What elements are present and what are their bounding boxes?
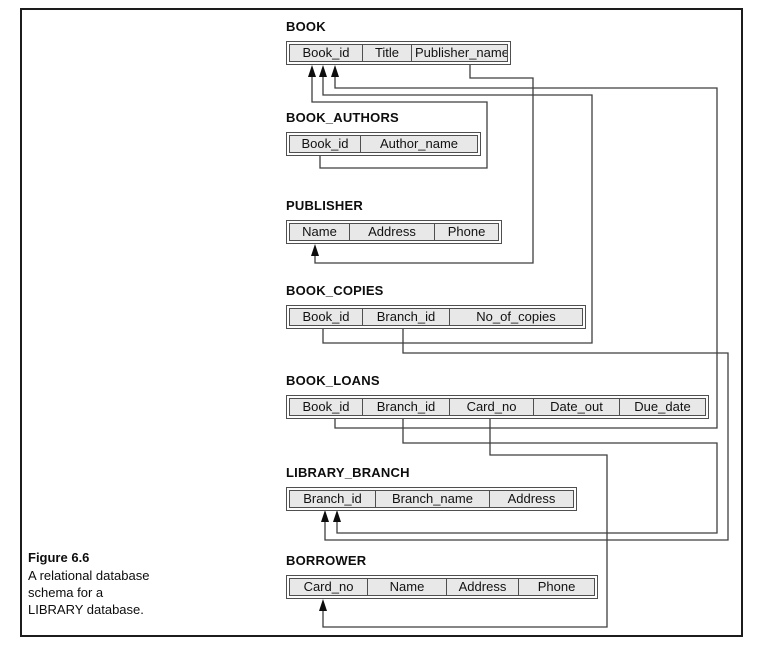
- column-library_branch-branch_name: Branch_name: [375, 490, 490, 508]
- caption-line-1: A relational database: [28, 568, 150, 583]
- table-book_authors: Book_id Author_name: [286, 132, 481, 156]
- key-attribute-label: Branch_id: [302, 491, 363, 507]
- attribute-label: Address: [368, 224, 416, 239]
- column-borrower-name: Name: [367, 578, 447, 596]
- key-attribute-label: Book_id: [301, 399, 351, 415]
- column-book-publisher_name: Publisher_name: [411, 44, 508, 62]
- table-borrower: Card_no Name Address Phone: [286, 575, 598, 599]
- column-book_loans-card_no: Card_no: [449, 398, 534, 416]
- key-attribute-label: Card_no: [302, 579, 355, 595]
- attribute-label: Phone: [447, 224, 486, 239]
- column-borrower-address: Address: [446, 578, 519, 596]
- column-book_authors-book_id: Book_id: [289, 135, 361, 153]
- column-book_loans-branch_id: Branch_id: [362, 398, 450, 416]
- attribute-label: Branch_name: [392, 491, 473, 506]
- table-label-book_loans: BOOK_LOANS: [286, 373, 380, 388]
- table-label-book: BOOK: [286, 19, 326, 34]
- attribute-label: Address: [458, 579, 507, 594]
- table-label-borrower: BORROWER: [286, 553, 367, 568]
- attribute-label: No_of_copies: [476, 309, 556, 324]
- column-book_authors-author_name: Author_name: [360, 135, 478, 153]
- column-book_loans-due_date: Due_date: [619, 398, 706, 416]
- column-publisher-phone: Phone: [434, 223, 499, 241]
- column-book_copies-no_of_copies: No_of_copies: [449, 308, 583, 326]
- table-publisher: Name Address Phone: [286, 220, 502, 244]
- attribute-label: Publisher_name: [415, 45, 508, 60]
- key-attribute-label: Name: [301, 224, 338, 240]
- key-attribute-label: Book_id: [301, 45, 351, 61]
- column-book_copies-book_id: Book_id: [289, 308, 363, 326]
- column-book_loans-book_id: Book_id: [289, 398, 363, 416]
- attribute-label: Due_date: [634, 399, 691, 414]
- key-attribute-label: Branch_id: [375, 309, 437, 325]
- key-attribute-label: Author_name: [378, 136, 460, 152]
- column-book_copies-branch_id: Branch_id: [362, 308, 450, 326]
- attribute-label: Phone: [537, 579, 576, 594]
- key-attribute-label: Book_id: [301, 309, 351, 325]
- column-publisher-address: Address: [349, 223, 435, 241]
- caption-title: Figure 6.6: [28, 550, 90, 565]
- key-attribute-label: Card_no: [465, 399, 518, 415]
- column-book_loans-date_out: Date_out: [533, 398, 620, 416]
- table-book_copies: Book_id Branch_id No_of_copies: [286, 305, 586, 329]
- table-book_loans: Book_id Branch_id Card_no Date_out Due_date: [286, 395, 709, 419]
- attribute-label: Name: [389, 579, 425, 594]
- caption-line-3: LIBRARY database.: [28, 602, 144, 617]
- attribute-label: Title: [374, 45, 400, 60]
- column-book-title: Title: [362, 44, 412, 62]
- table-label-book_copies: BOOK_COPIES: [286, 283, 384, 298]
- figure-caption: Figure 6.6 A relational database schema …: [28, 549, 198, 618]
- column-borrower-phone: Phone: [518, 578, 595, 596]
- table-book: Book_id Title Publisher_name: [286, 41, 511, 65]
- key-attribute-label: Branch_id: [375, 399, 437, 415]
- column-publisher-name: Name: [289, 223, 350, 241]
- attribute-label: Address: [507, 491, 556, 506]
- column-library_branch-branch_id: Branch_id: [289, 490, 376, 508]
- key-attribute-label: Book_id: [300, 136, 350, 152]
- table-label-publisher: PUBLISHER: [286, 198, 363, 213]
- table-label-book_authors: BOOK_AUTHORS: [286, 110, 399, 125]
- column-borrower-card_no: Card_no: [289, 578, 368, 596]
- column-library_branch-address: Address: [489, 490, 574, 508]
- caption-line-2: schema for a: [28, 585, 104, 600]
- column-book-book_id: Book_id: [289, 44, 363, 62]
- attribute-label: Date_out: [550, 399, 603, 414]
- table-label-library_branch: LIBRARY_BRANCH: [286, 465, 410, 480]
- table-library_branch: Branch_id Branch_name Address: [286, 487, 577, 511]
